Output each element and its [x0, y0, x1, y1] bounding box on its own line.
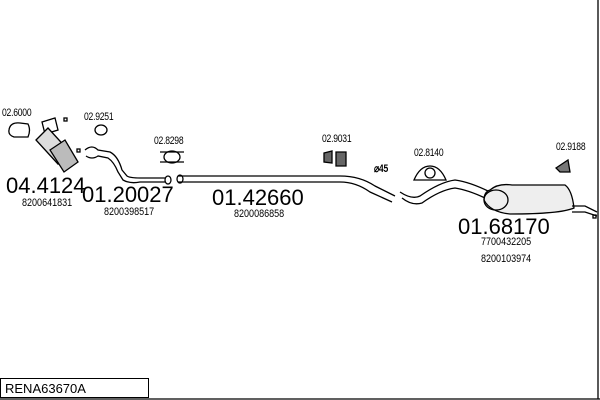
bracket-02-9188: [554, 158, 571, 173]
accessory-label: 02.9031: [322, 133, 352, 145]
part-number: 01.20027: [82, 182, 174, 207]
part-ref: 7700432205: [481, 236, 532, 248]
diagram-code: RENA63670A: [0, 378, 149, 398]
accessory-label: 02.9188: [556, 141, 586, 153]
diameter-label: ⌀45: [374, 163, 389, 175]
part-number: 01.68170: [458, 214, 550, 239]
accessory-label: 02.9251: [84, 111, 114, 123]
accessory-label: 02.8140: [414, 147, 444, 159]
part-ref: 8200641831: [22, 197, 73, 209]
part-number: 04.4124: [6, 173, 86, 198]
accessory-label: 02.6000: [2, 107, 32, 119]
hanger-02-9031: [323, 150, 347, 167]
accessory-label: 02.8298: [154, 135, 184, 147]
part-ref: 8200398517: [104, 206, 155, 218]
middle-pipe-01-42660: [178, 175, 396, 197]
clamp-02-8298: [163, 150, 181, 164]
gasket-02-6000: [8, 122, 31, 138]
part-number: 01.42660: [212, 185, 304, 210]
ring-02-9251: [94, 124, 108, 136]
part-ref-2: 8200103974: [481, 253, 532, 265]
part-ref: 8200086858: [234, 208, 285, 220]
front-pipe-01-20027: [84, 146, 165, 179]
catalytic-converter-04-4124: [35, 117, 81, 173]
mount-02-8140: [413, 165, 447, 181]
rear-pipe: [399, 179, 491, 198]
